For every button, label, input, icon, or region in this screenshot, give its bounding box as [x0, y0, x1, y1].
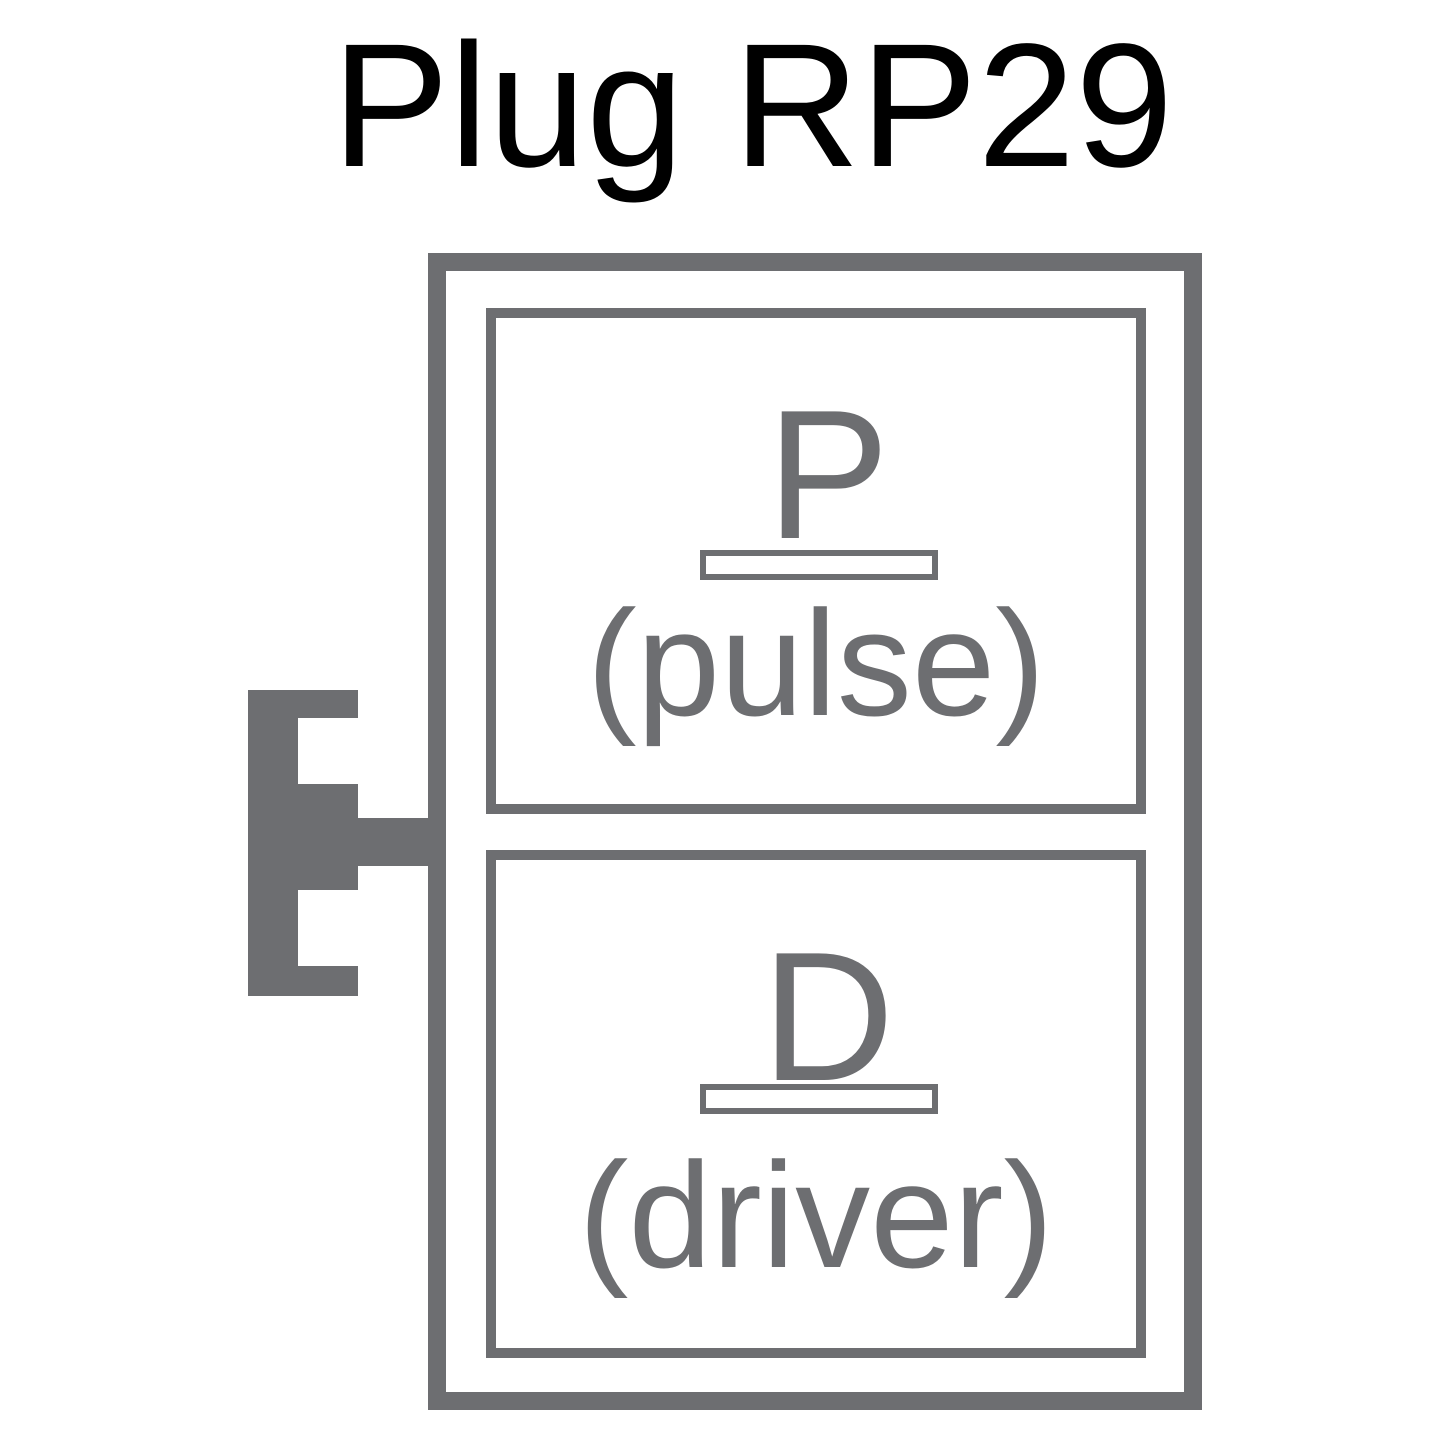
driver-section: D (driver) [486, 850, 1146, 1358]
pulse-bar [700, 550, 938, 580]
plug-housing [428, 253, 1202, 1410]
driver-letter: D [761, 913, 895, 1119]
pulse-section: P (pulse) [486, 308, 1146, 814]
plug-title: Plug RP29 [331, 8, 1174, 204]
driver-label: (driver) [578, 1131, 1054, 1299]
pulse-label: (pulse) [586, 579, 1046, 747]
driver-bar [700, 1084, 938, 1114]
pulse-letter: P [766, 371, 890, 577]
